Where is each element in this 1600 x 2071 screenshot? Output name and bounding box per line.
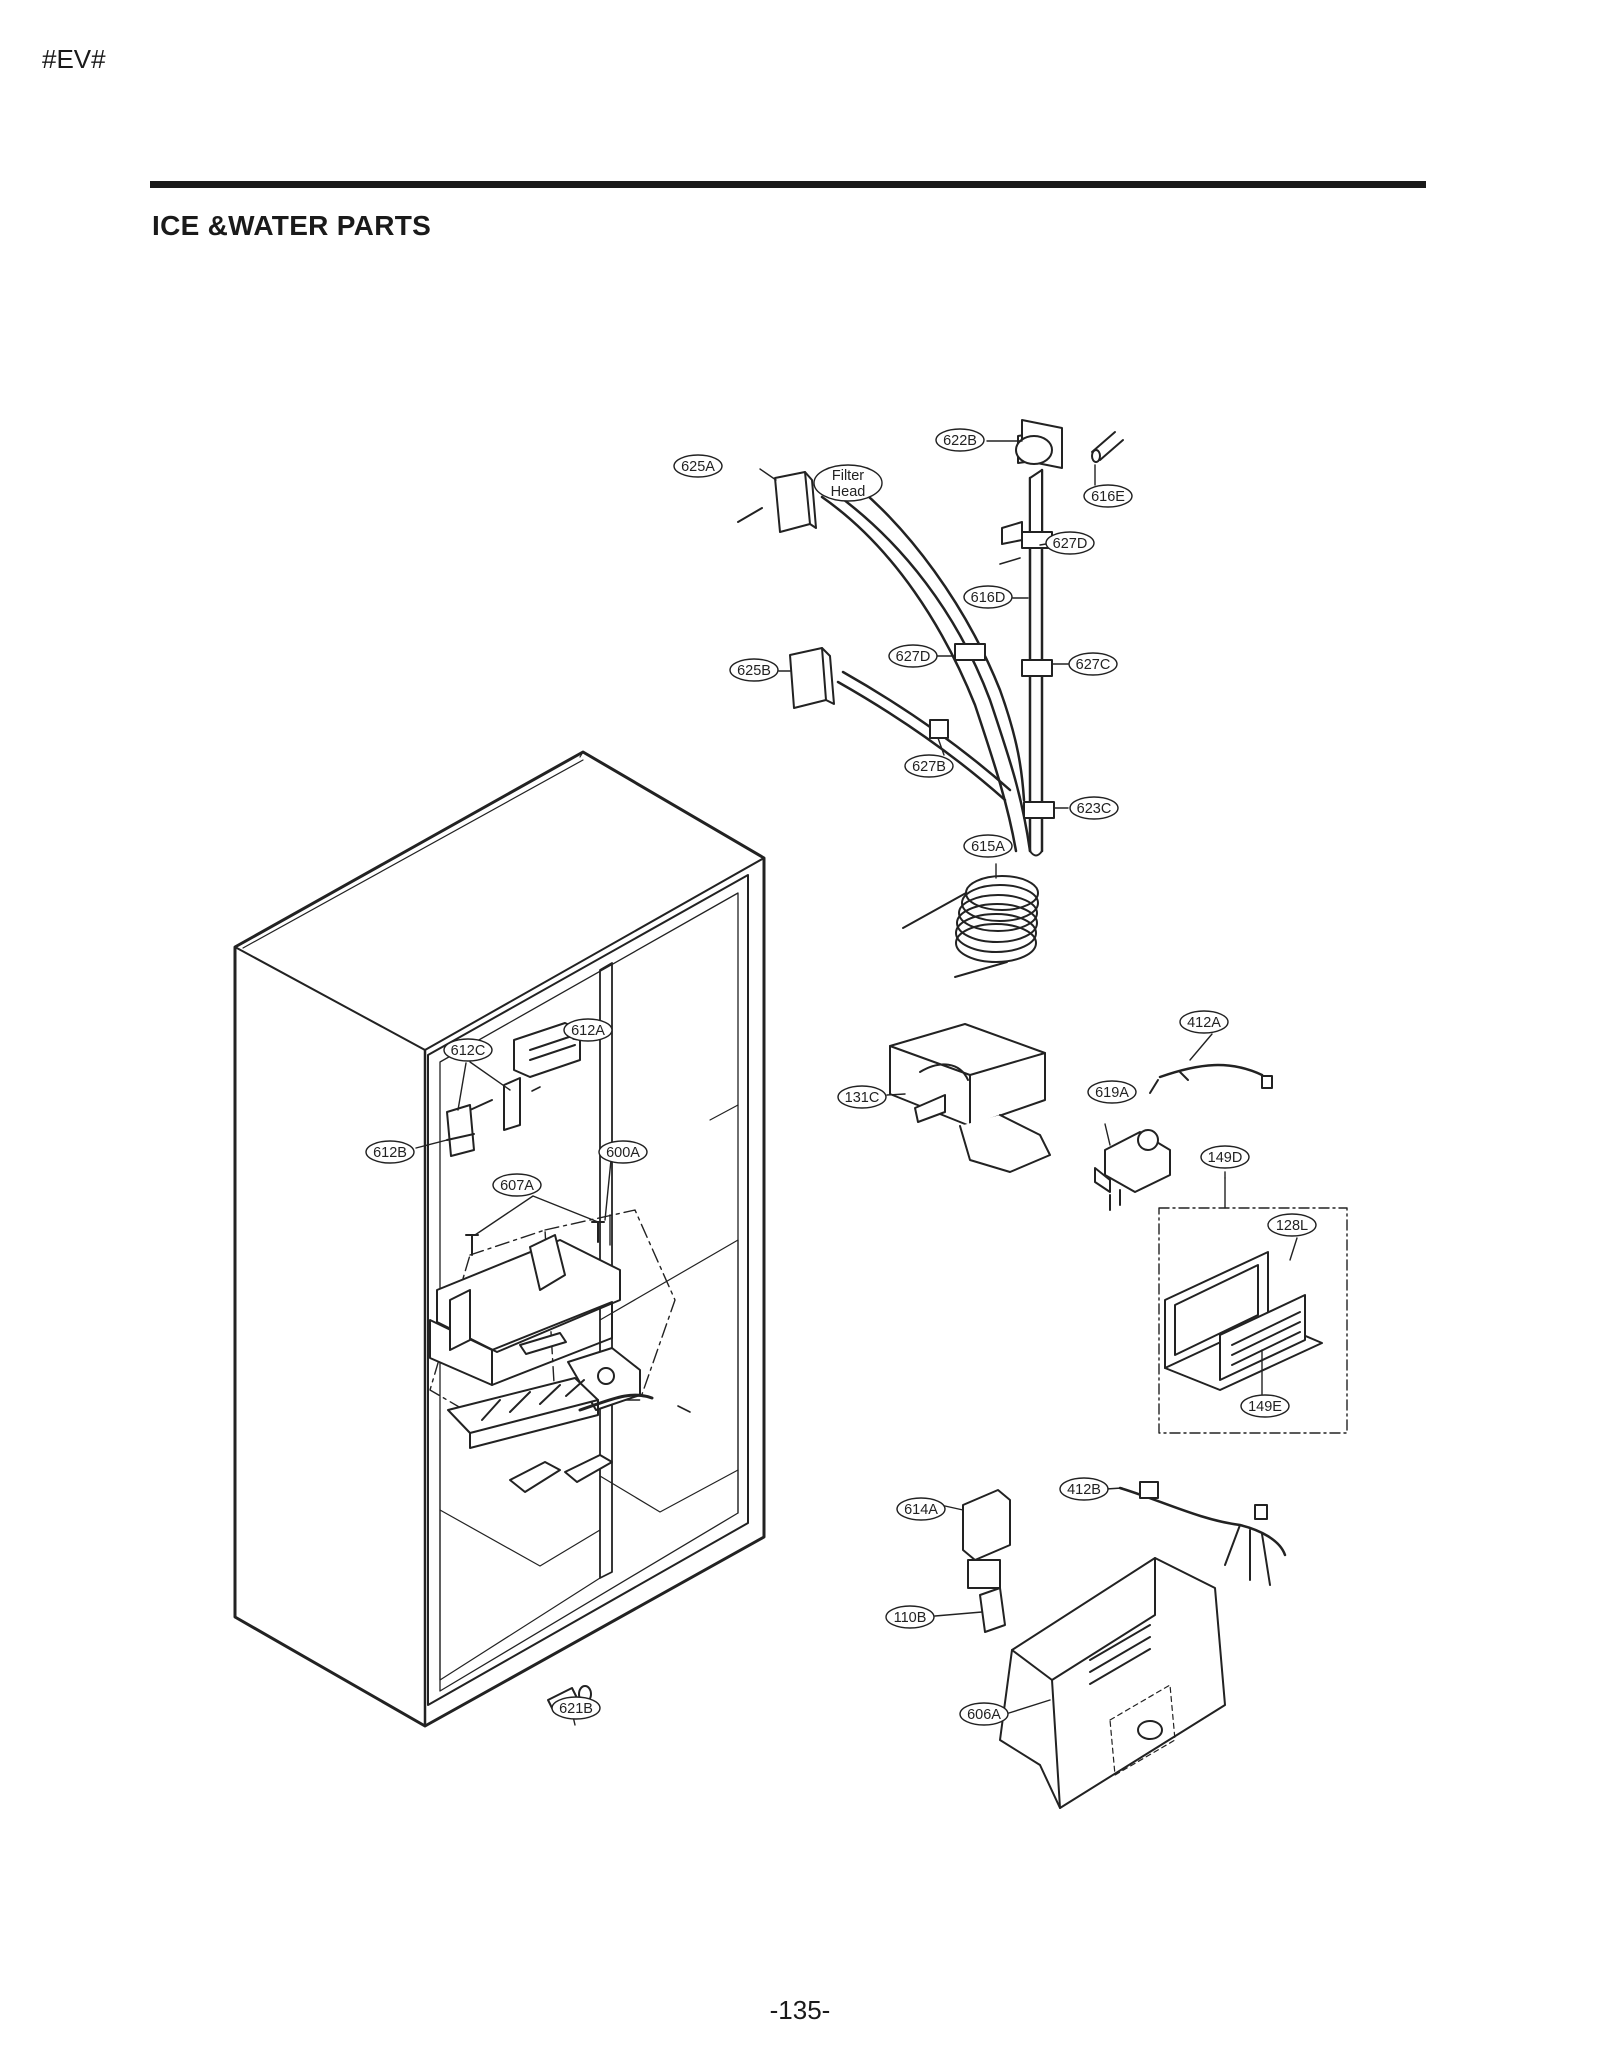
screws (531, 557, 1021, 1413)
svg-text:627D: 627D (1053, 536, 1088, 552)
callout-149D: 149D (1200, 1145, 1250, 1169)
callout-612C: 612C (443, 1038, 493, 1062)
callout-606A: 606A (959, 1702, 1009, 1726)
svg-text:606A: 606A (967, 1707, 1001, 1723)
filter-frame-149d (1158, 1177, 1348, 1434)
callout-412B: 412B (1059, 1477, 1109, 1501)
callout-616D: 616D (963, 585, 1013, 609)
callout-625A: 625A (673, 454, 723, 478)
svg-text:627B: 627B (912, 759, 946, 775)
svg-text:616E: 616E (1091, 489, 1125, 505)
svg-text:149D: 149D (1208, 1150, 1243, 1166)
svg-text:612A: 612A (571, 1023, 605, 1039)
svg-text:625B: 625B (737, 663, 771, 679)
leader-lines (415, 440, 1298, 1726)
svg-text:412A: 412A (1187, 1015, 1221, 1031)
callout-627B: 627B (904, 754, 954, 778)
filter-cover-625b (789, 647, 835, 709)
callout-623C: 623C (1069, 796, 1119, 820)
callout-625B: 625B (729, 658, 779, 682)
harness-412a (1149, 1063, 1273, 1094)
svg-text:625A: 625A (681, 459, 715, 475)
callout-149E: 149E (1240, 1394, 1290, 1418)
water-valve-619a (1094, 1129, 1171, 1211)
dispenser-housing-606a (999, 1557, 1226, 1809)
solenoid-614a (962, 1489, 1011, 1589)
svg-text:612C: 612C (451, 1043, 486, 1059)
pin-616e (1091, 431, 1124, 463)
plate-622b (1015, 419, 1063, 469)
svg-text:131C: 131C (845, 1090, 880, 1106)
callout-616E: 616E (1083, 484, 1133, 508)
svg-text:607A: 607A (500, 1178, 534, 1194)
svg-text:619A: 619A (1095, 1085, 1129, 1101)
svg-text:Head: Head (831, 484, 866, 500)
svg-text:412B: 412B (1067, 1482, 1101, 1498)
callout-612A: 612A (563, 1018, 613, 1042)
svg-text:622B: 622B (943, 433, 977, 449)
document-code: #EV# (42, 44, 106, 74)
svg-text:110B: 110B (894, 1610, 927, 1626)
callout-600A: 600A (598, 1140, 648, 1164)
callout-131C: 131C (837, 1085, 887, 1109)
svg-text:623C: 623C (1077, 801, 1112, 817)
callout-filter-head: Filter Head (813, 464, 883, 502)
bracket-612c (469, 1077, 521, 1131)
callout-614A: 614A (896, 1497, 946, 1521)
callout-128L: 128L (1267, 1213, 1317, 1237)
refrigerator-cabinet (233, 750, 766, 1728)
svg-text:128L: 128L (1276, 1218, 1308, 1234)
callout-619A: 619A (1087, 1080, 1137, 1104)
bracket-110b (979, 1587, 1006, 1633)
callout-615A: 615A (963, 834, 1013, 858)
callout-607A: 607A (492, 1173, 542, 1197)
svg-text:600A: 600A (606, 1145, 640, 1161)
ice-tray-131c (889, 1023, 1051, 1173)
callout-110B: 110B (885, 1605, 935, 1629)
svg-text:616D: 616D (971, 590, 1006, 606)
callout-612B: 612B (365, 1140, 415, 1164)
svg-text:621B: 621B (559, 1701, 593, 1717)
svg-text:149E: 149E (1248, 1399, 1282, 1415)
bracket-612b (446, 1104, 475, 1157)
bracket-612a (513, 1022, 581, 1078)
harness-412b (1118, 1481, 1287, 1586)
svg-text:614A: 614A (904, 1502, 938, 1518)
callout-412A: 412A (1179, 1010, 1229, 1034)
section-title: ICE &WATER PARTS (152, 210, 432, 241)
svg-text:627D: 627D (896, 649, 931, 665)
callout-627C: 627C (1068, 652, 1118, 676)
tube-coil-615a (902, 875, 1039, 978)
filter-cover-625a (737, 471, 817, 533)
callout-622B: 622B (935, 428, 985, 452)
svg-text:615A: 615A (971, 839, 1005, 855)
svg-text:627C: 627C (1076, 657, 1111, 673)
svg-text:612B: 612B (373, 1145, 407, 1161)
callout-627D-top: 627D (1045, 531, 1095, 555)
ice-maker-assembly (429, 1209, 676, 1493)
header-rule (150, 181, 1426, 188)
callout-627D-mid: 627D (888, 644, 938, 668)
page-number: -135- (769, 1995, 831, 2025)
callout-621B: 621B (551, 1696, 601, 1720)
svg-text:Filter: Filter (832, 468, 864, 484)
